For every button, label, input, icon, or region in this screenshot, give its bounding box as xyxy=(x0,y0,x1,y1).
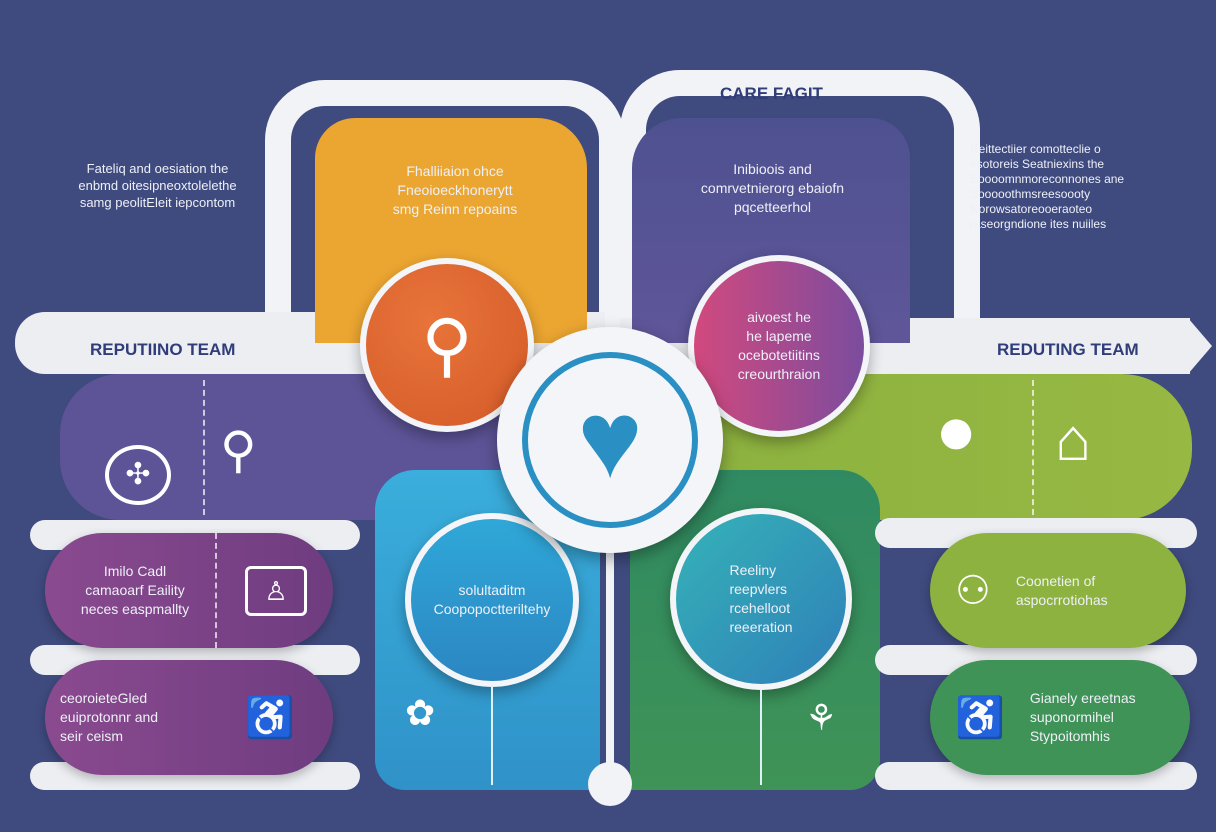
flower-icon: ✿ xyxy=(405,692,436,733)
left-pill-1: Imilo Cadl camaoarf Eaility neces easpma… xyxy=(45,533,333,648)
text-line: seir ceism xyxy=(60,728,124,744)
caregiver-icon: ♿ xyxy=(245,695,295,740)
top-left-text: Fateliq and oesiation the enbmd oitesipn… xyxy=(50,160,265,211)
cyan-circle: solultaditm Coopopoctteriltehy xyxy=(405,513,579,687)
text-line: Coonetien of xyxy=(1015,572,1096,589)
text-line: Fneoioeckhonerytt xyxy=(397,182,513,198)
heart-icon: ♥ xyxy=(577,378,643,501)
orange-circle: ⚲ xyxy=(360,258,534,432)
text-line: he lapeme xyxy=(746,328,812,344)
top-right-text: Reittectiier comotteclie o esotoreis Sea… xyxy=(970,142,1155,232)
text-line: Eoooomnmoreconnones ane xyxy=(970,172,1125,186)
text-line: samg peolitEleit iepcontom xyxy=(79,195,236,210)
text-line: aspocrrotiohas xyxy=(1015,591,1108,608)
center-knob xyxy=(588,762,632,806)
text-line: rcehelloot xyxy=(729,600,791,616)
text-line: Reeliny xyxy=(729,562,777,578)
text-line: Gianely ereetnas xyxy=(1029,690,1136,706)
text-line: Inibioois and xyxy=(733,161,812,177)
text-line: euiprotonnr and xyxy=(60,709,159,725)
presentation-icon: ♙ xyxy=(245,565,307,616)
divider xyxy=(203,380,205,515)
text-line: smg Reinn repoains xyxy=(392,201,518,217)
text-line: Coopopoctteriltehy xyxy=(433,601,551,617)
left-pill-2: ceoroieteGled euiprotonnr and seir ceism… xyxy=(45,660,333,775)
house-icon: ⌂ xyxy=(1055,406,1092,473)
wheelchair-icon: ♿ xyxy=(955,695,1005,740)
text-line: enbmd oitesipneoxtolelethe xyxy=(78,178,237,193)
teal-stem xyxy=(760,690,762,785)
text-line: suponormihel xyxy=(1029,709,1114,725)
text-line: Fateliq and oesiation the xyxy=(86,161,229,176)
text-line: reepvlers xyxy=(729,581,788,597)
divider xyxy=(215,533,217,648)
center-circle: ♥ xyxy=(497,327,723,553)
center-line xyxy=(606,540,614,780)
pink-circle: aivoest he he lapeme ocebotetiitins creo… xyxy=(688,255,870,437)
text-line: solultaditm xyxy=(458,582,526,598)
clock-icon: ✣ xyxy=(105,445,171,505)
family-icon: ⚇ xyxy=(955,568,991,613)
text-line: aivoest he xyxy=(747,309,811,325)
tool-icon: ⚲ xyxy=(220,422,257,478)
text-line: reeeration xyxy=(729,619,793,635)
title: CARE FAGIT xyxy=(720,84,823,103)
text-line: pqcetteerhol xyxy=(733,199,812,215)
text-line: Fhalliiaion ohce xyxy=(406,163,504,179)
text-line: esotoreis Seatniexins the xyxy=(970,157,1105,171)
stethoscope-icon: ⚲ xyxy=(421,306,473,384)
text-line: camaoarf Eaility xyxy=(85,582,185,598)
text-line: neces easpmallty xyxy=(80,601,190,617)
orange-panel-text: Fhalliiaion ohce Fneoioeckhonerytt smg R… xyxy=(330,162,580,219)
right-pill-1: ⚇ Coonetien of aspocrrotiohas xyxy=(930,533,1186,648)
right-arrow xyxy=(1188,318,1212,374)
cyan-stem xyxy=(491,685,493,785)
text-line: creourthraion xyxy=(737,366,821,382)
person-icon: ● xyxy=(935,391,978,469)
text-line: Rorowsatoreooeraoteo xyxy=(970,202,1093,216)
text-line: ocebotetiitins xyxy=(738,347,820,363)
plant-icon: ⚘ xyxy=(805,697,838,738)
left-label: REPUTIINO TEAM xyxy=(90,340,236,359)
right-pill-2: ♿ Gianely ereetnas suponormihel Stypoito… xyxy=(930,660,1190,775)
teal-circle: Reeliny reepvlers rcehelloot reeeration xyxy=(670,508,852,690)
text-line: Reittectiier comotteclie o xyxy=(970,142,1101,156)
text-line: Stypoitomhis xyxy=(1029,728,1110,744)
text-line: Imilo Cadl xyxy=(103,563,167,579)
text-line: comrvetnierorg ebaiofn xyxy=(700,180,845,196)
text-line: ceoroieteGled xyxy=(60,690,148,706)
purple-panel-text: Inibioois and comrvetnierorg ebaiofn pqc… xyxy=(650,160,895,217)
right-label: REDUTING TEAM xyxy=(997,340,1139,359)
text-line: Sooooothmsreesoooty xyxy=(970,187,1091,201)
divider xyxy=(1032,380,1034,515)
text-line: raseorgndione ites nuiiles xyxy=(970,217,1107,231)
